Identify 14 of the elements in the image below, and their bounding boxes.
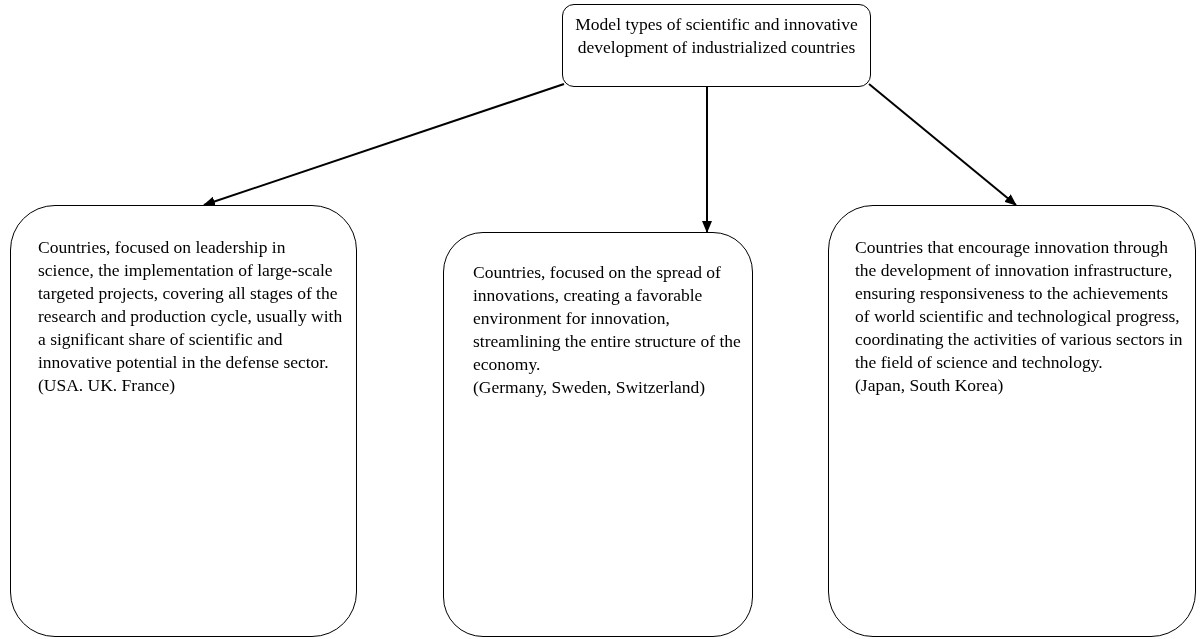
title-box <box>562 4 871 87</box>
description-text: Countries, focused on leadership in science, the implementation of large-scale targeted projects, covering all stages of the research and production cycle, usually with a significant share of scientific and innovative potential in the defense sector. <box>38 236 344 374</box>
arrow <box>702 86 712 233</box>
description-text: Countries that encourage innovation through the development of innovation infrastructure, ensuring responsiveness to the achievements of world scientific and technological progress, coordinating the activities of various sectors in the field of science and technology. <box>855 236 1184 374</box>
description-text: Model types of scientific and innovative development of industrialized countries <box>574 13 859 59</box>
arrow <box>203 83 565 207</box>
country-list: (Japan, South Korea) <box>855 374 1185 397</box>
country-list: (USA. UK. France) <box>38 374 344 397</box>
country-list: (Germany, Sweden, Switzerland) <box>473 376 742 399</box>
arrow <box>868 83 1017 206</box>
category-box <box>10 205 357 637</box>
category-box <box>443 232 753 637</box>
description-text: Countries, focused on the spread of innovations, creating a favorable environment for innovation, streamlining the entire structure of the economy. <box>473 261 742 376</box>
category-box <box>828 205 1196 637</box>
